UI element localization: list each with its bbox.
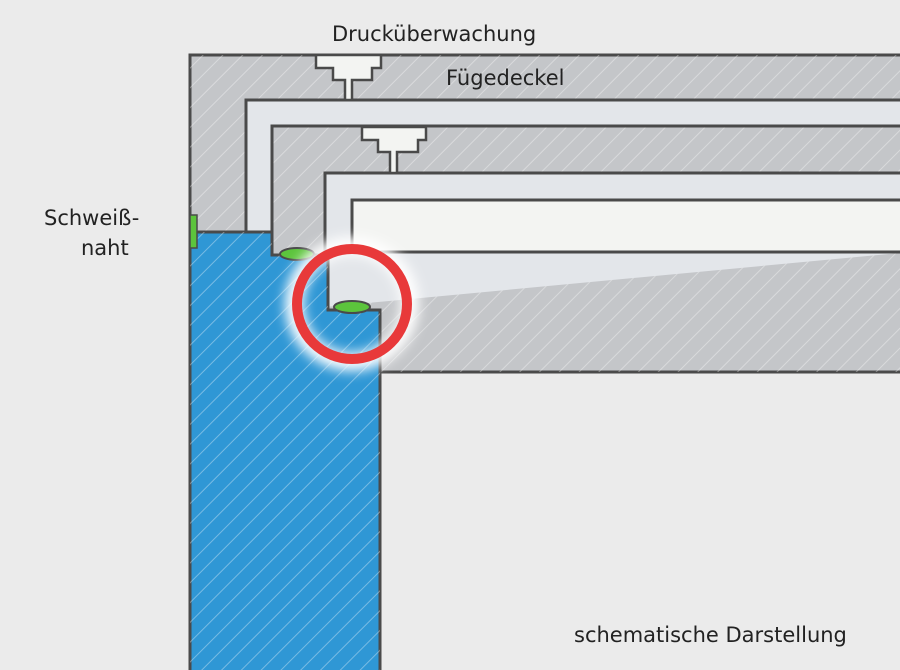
pressure-port-top bbox=[314, 53, 383, 102]
label-pressure-monitoring: Drucküberwachung bbox=[332, 22, 537, 46]
weld-bead-2 bbox=[333, 300, 371, 314]
weld-seam bbox=[189, 214, 198, 249]
joining-cover-panel bbox=[350, 198, 900, 254]
caption: schematische Darstellung bbox=[574, 623, 847, 647]
pressure-port-inner bbox=[360, 125, 428, 175]
label-weld-line2: naht bbox=[81, 236, 129, 260]
label-joining-cover: Fügedeckel bbox=[446, 66, 565, 90]
label-weld-line1: Schweiß- bbox=[44, 206, 140, 230]
highlight-circle bbox=[292, 244, 412, 364]
